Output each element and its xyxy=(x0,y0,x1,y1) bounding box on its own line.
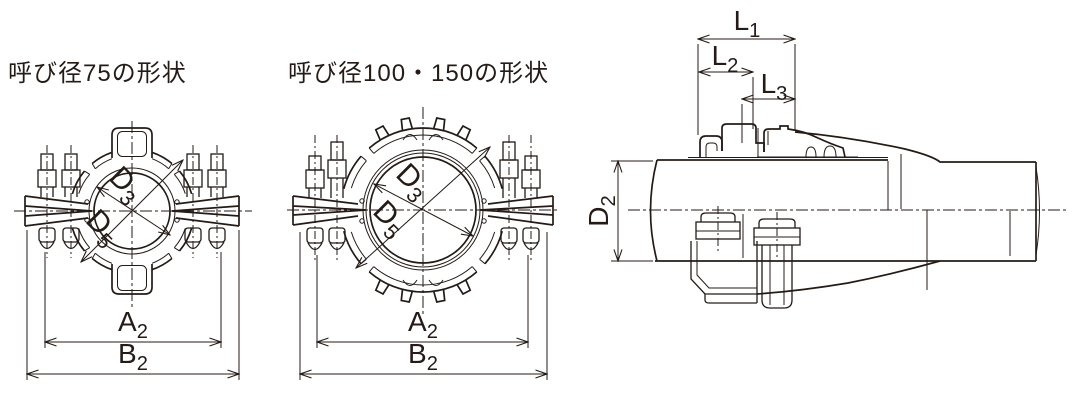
dimension-b2 xyxy=(27,230,239,380)
dim-label-a2-fig100: A2 xyxy=(408,306,438,343)
dimension-l2 xyxy=(699,72,753,129)
clamp-bolts xyxy=(690,212,801,309)
front-view-75 xyxy=(14,121,252,380)
dimension-d5 xyxy=(356,147,490,268)
bolts xyxy=(305,141,541,251)
dimension-d2 xyxy=(611,161,653,261)
dim-label-b2-fig75: B2 xyxy=(118,338,148,375)
dimension-a2 xyxy=(45,252,221,348)
figure-title-100-150: 呼び径100・150の形状 xyxy=(288,60,550,87)
dim-label-a2-fig75: A2 xyxy=(118,306,148,343)
dim-label-b2-fig100: B2 xyxy=(408,338,438,375)
figure-title-75: 呼び径75の形状 xyxy=(8,60,187,87)
dim-label-l1: L1 xyxy=(733,5,761,42)
clamp-top xyxy=(699,123,858,158)
flanges xyxy=(24,195,240,227)
dimension-l1 xyxy=(698,39,795,135)
dimension-d5 xyxy=(81,160,183,262)
dim-label-l3: L3 xyxy=(760,68,788,105)
dim-label-l2: L2 xyxy=(711,40,739,77)
bell-socket xyxy=(756,131,1040,295)
centerlines xyxy=(14,121,252,310)
dim-label-d2: D2 xyxy=(583,195,620,227)
dimension-b2 xyxy=(300,232,547,380)
side-view xyxy=(611,39,1068,309)
centerlines xyxy=(628,206,1068,258)
dimension-l3 xyxy=(742,99,795,143)
dimension-a2 xyxy=(317,255,528,348)
front-view-100-150 xyxy=(287,107,560,380)
